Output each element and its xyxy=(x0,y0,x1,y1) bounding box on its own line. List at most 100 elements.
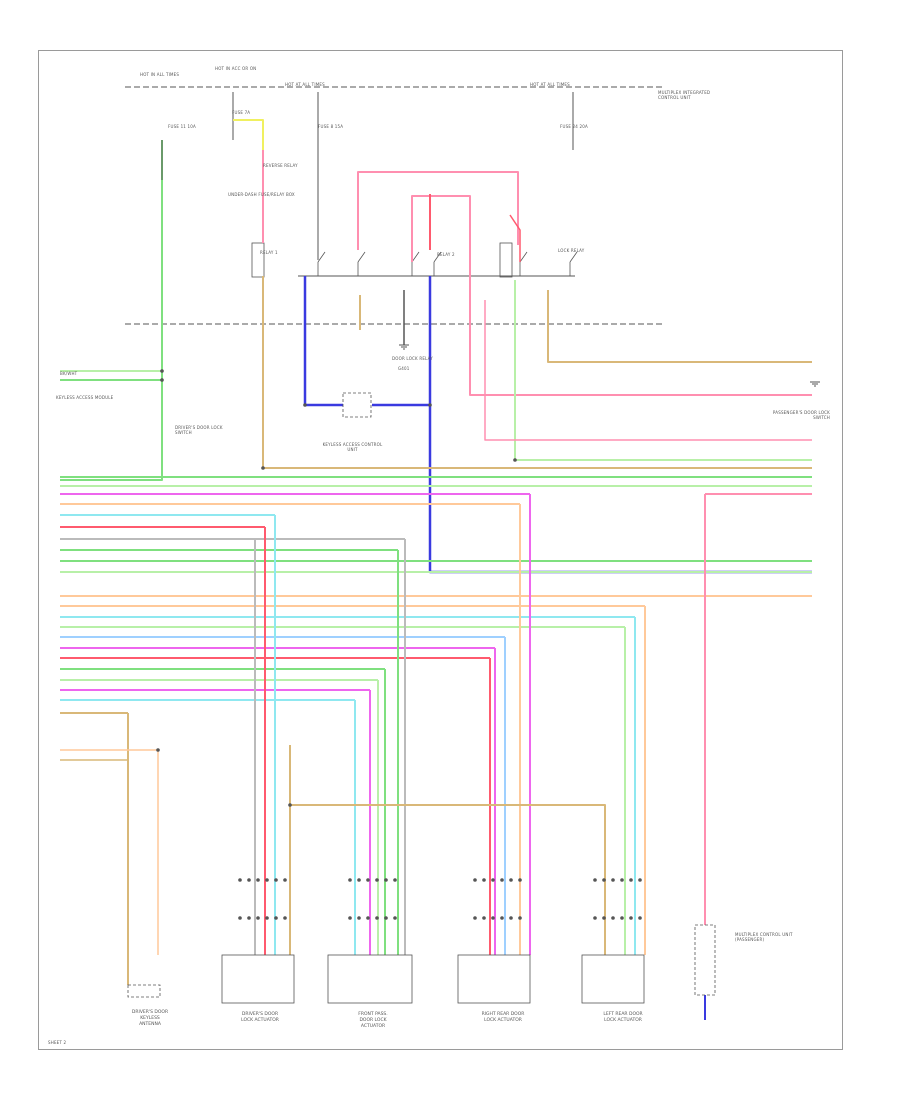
relay-icon-lock xyxy=(499,242,513,278)
splice-1 xyxy=(160,378,164,382)
pin-3-2-b xyxy=(611,916,615,920)
pin-0-2-b xyxy=(256,916,260,920)
fuse-box-note: MULTIPLEX INTEGRATED CONTROL UNIT xyxy=(658,90,711,100)
relay-c-label: RELAY 2 xyxy=(437,252,455,257)
fuse-b-yellow xyxy=(233,119,264,150)
pin-0-5-b xyxy=(283,916,287,920)
pin-1-4-a xyxy=(384,878,388,882)
pin-3-3-b xyxy=(620,916,624,920)
pin-3-2-a xyxy=(611,878,615,882)
under-dash-label: UNDER-DASH FUSE/RELAY BOX xyxy=(228,192,295,197)
pin-3-4-b xyxy=(629,916,633,920)
splice-2 xyxy=(261,466,265,470)
passenger-switch-label: PASSENGER'S DOOR LOCK SWITCH xyxy=(772,410,830,420)
pin-0-4-a xyxy=(274,878,278,882)
pin-1-5-b xyxy=(393,916,397,920)
antenna-box xyxy=(127,984,161,998)
page-ref: SHEET 2 xyxy=(48,1040,67,1045)
pink-run-right xyxy=(411,195,812,396)
tan-right-top xyxy=(547,290,812,363)
pin-0-2-a xyxy=(256,878,260,882)
actuator-box-2 xyxy=(327,954,413,1004)
pin-1-3-a xyxy=(375,878,379,882)
pin-0-5-a xyxy=(283,878,287,882)
splice-6 xyxy=(303,403,307,407)
pin-2-1-b xyxy=(482,916,486,920)
pin-2-3-a xyxy=(500,878,504,882)
passenger-mcu-box xyxy=(694,924,716,996)
left-switch-wire xyxy=(60,470,163,481)
pin-1-5-a xyxy=(393,878,397,882)
actuator-box-1 xyxy=(221,954,295,1004)
pin-2-2-a xyxy=(491,878,495,882)
pin-2-3-b xyxy=(500,916,504,920)
keyless-control-unit-box xyxy=(342,392,372,418)
passenger-mcu-label: MULTIPLEX CONTROL UNIT (PASSENGER) xyxy=(735,932,793,942)
bus-label-center: HOT IN ACC OR ON xyxy=(215,66,257,71)
pin-3-0-b xyxy=(593,916,597,920)
tan-bus-bottom xyxy=(290,804,606,955)
switch-icon-3 xyxy=(433,251,442,263)
pin-1-1-b xyxy=(357,916,361,920)
pin-0-0-b xyxy=(238,916,242,920)
lock-relay-label: LOCK RELAY xyxy=(558,248,585,253)
pin-3-5-b xyxy=(638,916,642,920)
pink-right-lower xyxy=(484,300,812,441)
splice-3 xyxy=(428,403,432,407)
switch-icon-2 xyxy=(411,251,420,263)
pin-3-0-a xyxy=(593,878,597,882)
ground-label-a: G401 xyxy=(398,366,410,371)
pin-2-5-b xyxy=(518,916,522,920)
diagram-frame xyxy=(38,50,843,1050)
pin-0-4-b xyxy=(274,916,278,920)
keyless-control-unit-label: KEYLESS ACCESS CONTROL UNIT xyxy=(322,442,383,452)
pin-3-5-a xyxy=(638,878,642,882)
blue-left xyxy=(303,276,345,407)
splice-5 xyxy=(513,458,517,462)
right-rear-actuator-label: RIGHT REAR DOOR LOCK ACTUATOR xyxy=(481,1012,525,1023)
actuator-box-3 xyxy=(457,954,531,1004)
tan-harness-top xyxy=(262,276,812,469)
pin-3-1-b xyxy=(602,916,606,920)
pin-0-1-a xyxy=(247,878,251,882)
keyless-access-module-label: KEYLESS ACCESS MODULE xyxy=(56,395,114,400)
relay-icon-reverse xyxy=(251,242,265,278)
pink-loop-top xyxy=(357,171,519,250)
fuse-b-label: FUSE 7A xyxy=(232,110,251,115)
front-pass-actuator-label: FRONT PASS. DOOR LOCK ACTUATOR xyxy=(358,1012,388,1029)
fuse-d-label: FUSE 24 20A xyxy=(560,124,588,129)
actuator-box-4 xyxy=(581,954,645,1004)
pin-2-4-b xyxy=(509,916,513,920)
pin-3-4-a xyxy=(629,878,633,882)
switch-icon-1 xyxy=(357,251,366,263)
splice-0 xyxy=(160,369,164,373)
fuse-c-label: FUSE 8 15A xyxy=(318,124,344,129)
door-lock-relay-label: DOOR LOCK RELAY xyxy=(392,356,433,361)
pin-1-4-b xyxy=(384,916,388,920)
splice-4 xyxy=(288,803,292,807)
pin-2-2-b xyxy=(491,916,495,920)
pin-3-1-a xyxy=(602,878,606,882)
pin-1-0-a xyxy=(348,878,352,882)
green-right-vertical xyxy=(514,280,812,461)
pin-2-1-a xyxy=(482,878,486,882)
pin-1-0-b xyxy=(348,916,352,920)
red-relay xyxy=(509,214,521,262)
pin-1-2-a xyxy=(366,878,370,882)
pin-1-1-a xyxy=(357,878,361,882)
pin-1-2-b xyxy=(366,916,370,920)
switch-icon-5 xyxy=(569,251,578,263)
splice-7 xyxy=(156,748,160,752)
bus-label-left: HOT IN ALL TIMES xyxy=(140,72,180,77)
switch-icon-0 xyxy=(317,251,326,263)
bus-label-center2: HOT AT ALL TIMES xyxy=(285,82,325,87)
pin-0-3-b xyxy=(265,916,269,920)
bus-label-right: HOT AT ALL TIMES xyxy=(530,82,570,87)
reverse-relay-label: REVERSE RELAY xyxy=(263,163,298,168)
keyless-antenna-label: DRIVER'S DOOR KEYLESS ANTENNA xyxy=(131,1010,169,1027)
pin-2-5-a xyxy=(518,878,522,882)
pin-0-0-a xyxy=(238,878,242,882)
pin-3-3-a xyxy=(620,878,624,882)
pin-2-4-a xyxy=(509,878,513,882)
